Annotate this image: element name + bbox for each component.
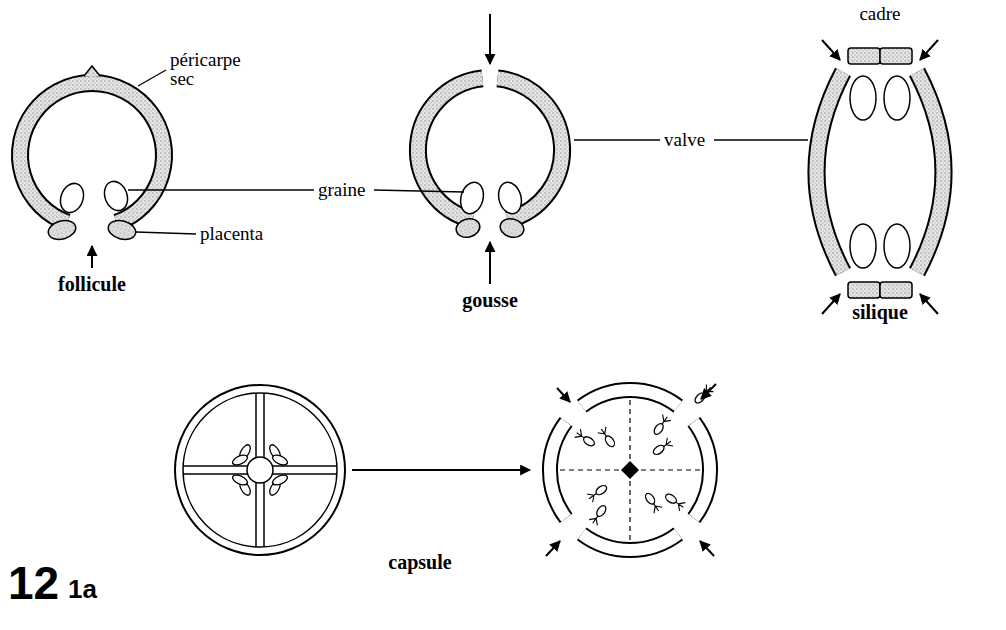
part-label: valve xyxy=(664,130,705,149)
fruit-name: capsule xyxy=(388,552,451,572)
follicle xyxy=(20,66,164,268)
silique xyxy=(817,40,944,314)
part-label: placenta xyxy=(200,224,263,243)
fruit-name: gousse xyxy=(462,290,518,310)
fruit-name: follicule xyxy=(58,274,126,294)
figure-number: 12 xyxy=(8,560,59,606)
transition-arrow xyxy=(352,469,530,471)
part-label: cadre xyxy=(859,4,900,23)
fruit-name: silique xyxy=(852,302,908,322)
figure-number: 1a xyxy=(68,576,97,602)
leader-lines xyxy=(128,70,808,234)
closed-capsule xyxy=(175,385,345,555)
part-label: graine xyxy=(318,180,365,199)
part-label: péricarpe sec xyxy=(170,50,262,88)
open-capsule xyxy=(546,384,716,556)
legume-pod xyxy=(418,14,562,284)
